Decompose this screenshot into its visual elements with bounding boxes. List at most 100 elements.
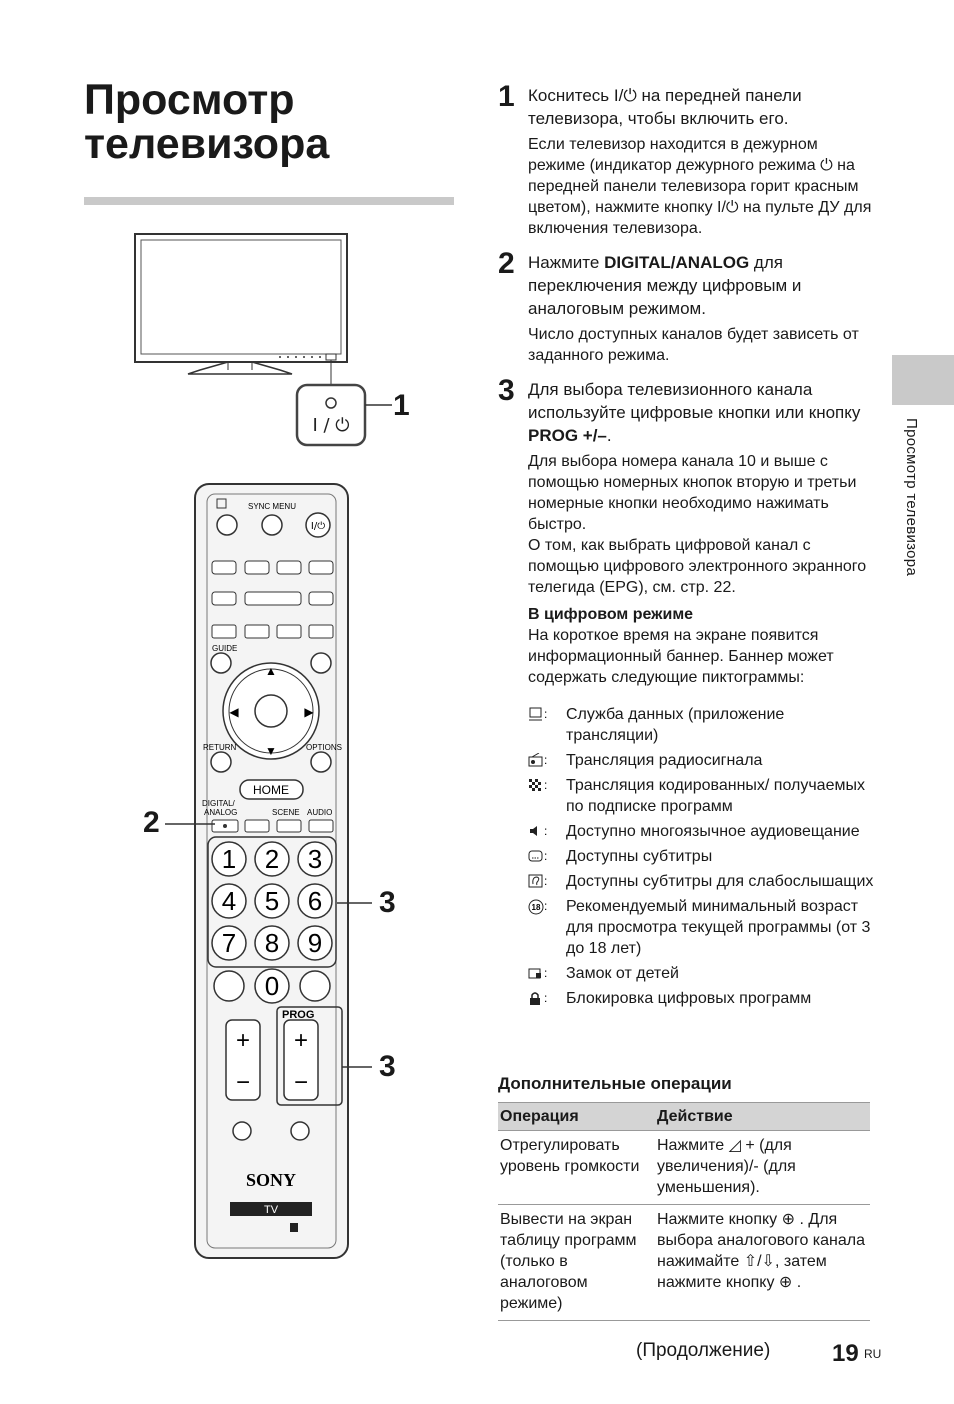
svg-text:7: 7 (222, 928, 236, 958)
svg-text:I/⏻: I/⏻ (311, 521, 325, 532)
list-item: : Трансляция радиосигнала (528, 750, 878, 771)
child-lock-icon: : (528, 963, 566, 984)
svg-text:+: + (294, 1027, 308, 1054)
step-note: О том, как выбрать цифровой канал с помо… (528, 537, 867, 596)
step-number: 3 (498, 374, 515, 407)
svg-text:0: 0 (265, 971, 279, 1001)
callout-1: 1 (393, 389, 410, 422)
svg-text::: : (544, 707, 547, 721)
svg-text:5: 5 (265, 886, 279, 916)
svg-text::: : (544, 991, 547, 1005)
svg-text:18: 18 (532, 903, 541, 912)
column-header: Операция (498, 1102, 655, 1131)
callout-lines (165, 823, 372, 1068)
step-number: 1 (498, 80, 515, 113)
svg-text:1: 1 (222, 844, 236, 874)
step-instruction: Для выбора телевизионного канала использ… (528, 380, 861, 445)
svg-text:▼: ▼ (265, 744, 277, 758)
step-note: Число доступных каналов будет зависеть о… (528, 326, 859, 364)
remote-control: SYNC MENU I/⏻ GUIDE ▲ ▼ ◀ ▶ RETURN OPTIO… (194, 483, 349, 1259)
steps-column: 1 Коснитесь I/⏻ на передней панели телев… (498, 80, 878, 1013)
table-cell: Вывести на экран таблицу программ (тольк… (498, 1204, 655, 1321)
list-item: : Доступны субтитры для слабослышащих (528, 871, 878, 892)
age-18-icon: 18: (528, 896, 566, 959)
svg-text:RETURN: RETURN (203, 743, 237, 752)
subtitles-hoh-icon: : (528, 871, 566, 892)
svg-text:9: 9 (308, 928, 322, 958)
operations-table: Операция Действие Отрегулировать уровень… (498, 1102, 870, 1321)
svg-text:−: − (294, 1069, 308, 1096)
svg-text:2: 2 (265, 844, 279, 874)
svg-text:OPTIONS: OPTIONS (306, 743, 342, 752)
step-number: 2 (498, 247, 515, 280)
callout-3-digits: 3 (379, 886, 396, 919)
svg-text:SYNC MENU: SYNC MENU (248, 502, 296, 511)
list-item: : Доступны субтитры (528, 846, 878, 867)
svg-text:6: 6 (308, 886, 322, 916)
svg-text:3: 3 (308, 844, 322, 874)
column-header: Действие (655, 1102, 870, 1131)
list-item: : Трансляция кодированных/ получаемых по… (528, 775, 878, 817)
section-tab (892, 355, 954, 405)
svg-text:HOME: HOME (253, 783, 289, 797)
digital-mode-heading: В цифровом режиме (528, 606, 694, 623)
svg-text::: : (544, 899, 547, 913)
svg-text::: : (544, 966, 547, 980)
radio-icon: : (528, 750, 566, 771)
svg-text:8: 8 (265, 928, 279, 958)
svg-text:+: + (236, 1027, 250, 1054)
table-cell: Отрегулировать уровень громкости (498, 1130, 655, 1205)
padlock-icon: : (528, 988, 566, 1009)
svg-text:−: − (236, 1069, 250, 1096)
svg-text:GUIDE: GUIDE (212, 644, 237, 653)
list-item: : Замок от детей (528, 963, 878, 984)
callout-2: 2 (143, 806, 160, 839)
power-button-zoom: I / ⏻ (295, 383, 392, 447)
page-language: RU (864, 1347, 882, 1361)
power-symbol: I / ⏻ (312, 415, 349, 436)
svg-text:◀: ◀ (229, 705, 239, 719)
page-title: Просмотр телевизора (84, 76, 330, 168)
tv-drawing (134, 233, 348, 385)
svg-text:SONY: SONY (246, 1170, 296, 1190)
svg-text:PROG: PROG (282, 1009, 314, 1021)
step-note: Для выбора номера канала 10 и выше с пом… (528, 453, 857, 533)
svg-text::: : (544, 849, 547, 863)
table-row: Отрегулировать уровень громкости Нажмите… (498, 1130, 870, 1205)
step-instruction: Коснитесь I/⏻ на передней панели телевиз… (528, 86, 802, 128)
tv-remote-illustration: I / ⏻ SYNC MENU I/⏻ GUIDE ▲ ▼ ◀ ▶ RETU (134, 233, 392, 1259)
svg-text:4: 4 (222, 886, 236, 916)
table-cell: Нажмите кнопку ⊕ . Для выбора аналоговог… (655, 1204, 870, 1321)
multi-audio-icon: : (528, 821, 566, 842)
table-row: Вывести на экран таблицу программ (тольк… (498, 1204, 870, 1321)
svg-text::: : (544, 824, 547, 838)
svg-text::: : (544, 778, 547, 792)
banner-icon-list: : Служба данных (приложение трансляции) … (528, 704, 878, 1009)
svg-text:SCENE: SCENE (272, 808, 300, 817)
svg-text::: : (544, 874, 547, 888)
scrambled-icon: : (528, 775, 566, 817)
svg-text:DIGITAL/: DIGITAL/ (202, 799, 236, 808)
step-instruction: Нажмите DIGITAL/ANALOG для переключения … (528, 253, 802, 318)
list-item: 18: Рекомендуемый минимальный возраст дл… (528, 896, 878, 959)
section-side-label: Просмотр телевизора (903, 418, 920, 577)
list-item: : Служба данных (приложение трансляции) (528, 704, 878, 746)
callout-3-prog: 3 (379, 1050, 396, 1083)
svg-text:▶: ▶ (304, 705, 314, 719)
step-1: 1 Коснитесь I/⏻ на передней панели телев… (498, 80, 878, 239)
extra-operations-heading: Дополнительные операции (498, 1074, 732, 1093)
list-item: : Доступно многоязычное аудиовещание (528, 821, 878, 842)
svg-text:ANALOG: ANALOG (204, 808, 237, 817)
list-item: : Блокировка цифровых программ (528, 988, 878, 1009)
subtitles-icon: : (528, 846, 566, 867)
svg-text:AUDIO: AUDIO (307, 808, 332, 817)
svg-text::: : (544, 753, 547, 767)
step-3: 3 Для выбора телевизионного канала испол… (498, 374, 878, 1009)
table-header-row: Операция Действие (498, 1102, 870, 1131)
svg-text:▲: ▲ (265, 664, 277, 678)
step-note: Если телевизор находится в дежурном режи… (528, 136, 872, 237)
digital-mode-text: На короткое время на экране появится инф… (528, 627, 834, 686)
svg-text:TV: TV (264, 1204, 279, 1216)
step-2: 2 Нажмите DIGITAL/ANALOG для переключени… (498, 247, 878, 366)
title-rule (84, 197, 454, 205)
